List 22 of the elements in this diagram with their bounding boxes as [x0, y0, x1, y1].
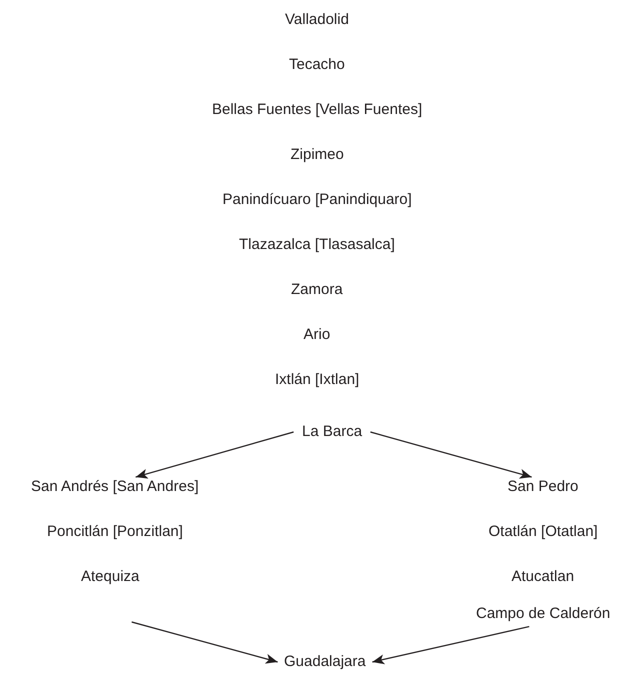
place-name: Ixtlán [Ixtlan]: [273, 371, 362, 389]
place-name: San Andrés [San Andres]: [29, 478, 201, 496]
place-name: Atequiza: [79, 568, 142, 586]
arrow: [370, 431, 532, 479]
place-name: Atucatlan: [510, 568, 576, 586]
place-name: San Pedro: [506, 478, 580, 496]
place-name: Zipimeo: [288, 146, 346, 164]
place-name: Tecacho: [287, 56, 347, 74]
place-name: Poncitlán [Ponzitlan]: [45, 523, 185, 541]
place-name: Ario: [302, 326, 332, 344]
arrow: [132, 621, 278, 664]
arrow: [135, 431, 294, 479]
place-name: Bellas Fuentes [Vellas Fuentes]: [210, 101, 424, 119]
place-name: La Barca: [300, 423, 364, 441]
arrow: [372, 626, 530, 664]
place-name: Otatlán [Otatlan]: [486, 523, 600, 541]
place-name: Campo de Calderón: [474, 605, 612, 623]
place-name: Guadalajara: [282, 653, 368, 671]
place-name: Zamora: [289, 281, 345, 299]
place-name: Valladolid: [283, 11, 351, 29]
place-name: Tlazazalca [Tlasasalca]: [237, 236, 397, 254]
place-name: Panindícuaro [Panindiquaro]: [220, 191, 414, 209]
